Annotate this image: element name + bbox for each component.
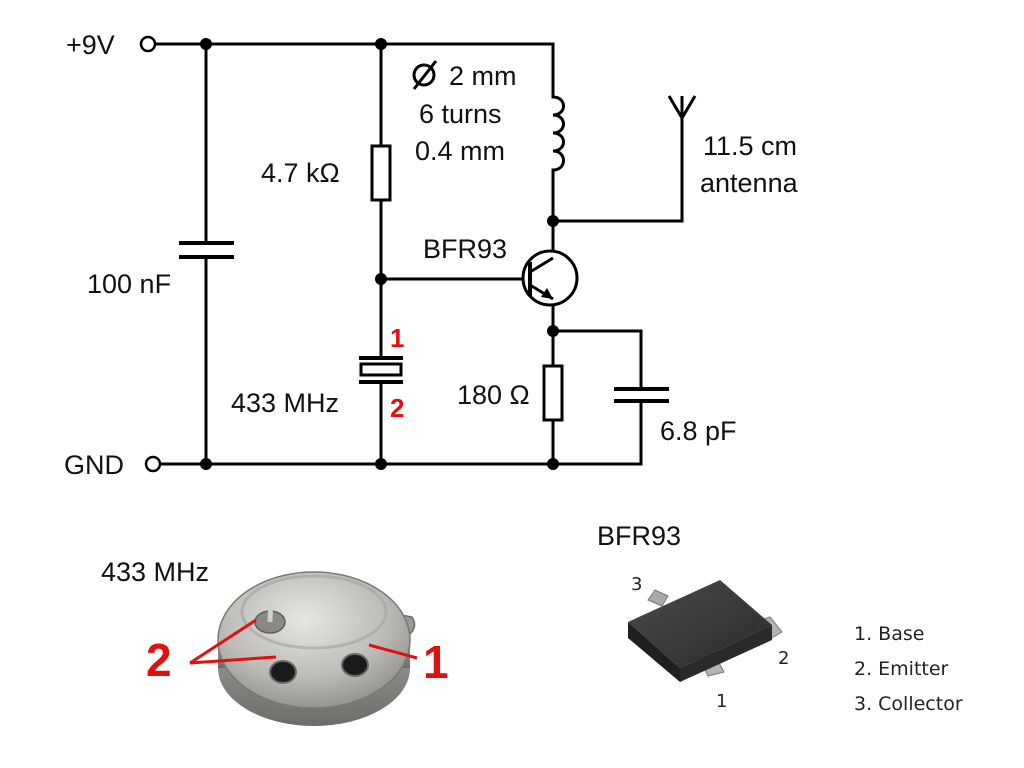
pinout-emitter: 2. Emitter bbox=[854, 658, 949, 680]
capacitor-6p8-symbol bbox=[614, 387, 669, 403]
package-pin2-label: 2 bbox=[778, 648, 789, 669]
crystal-pin2-label: 2 bbox=[390, 393, 404, 423]
coil-diameter-label: 2 mm bbox=[449, 61, 517, 91]
sot23-package-image bbox=[628, 580, 783, 682]
crystal-photo-arrows bbox=[189, 618, 418, 665]
gnd-terminal bbox=[144, 455, 162, 473]
coil-turns-label: 6 turns bbox=[419, 99, 502, 129]
junction-dots bbox=[200, 38, 559, 470]
crystal-photo-label-1: 1 bbox=[423, 636, 449, 688]
crystal-label: 433 MHz bbox=[231, 388, 339, 418]
crystal-pin1-label: 1 bbox=[390, 323, 404, 353]
package-title: BFR93 bbox=[597, 521, 681, 551]
antenna-length-label: 11.5 cm bbox=[703, 131, 797, 161]
package-pin1-label: 1 bbox=[716, 691, 727, 712]
crystal-symbol bbox=[359, 356, 403, 384]
capacitor-100nf-symbol bbox=[179, 241, 234, 259]
crystal-photo bbox=[217, 571, 416, 726]
crystal-photo-label-2: 2 bbox=[146, 634, 172, 686]
diameter-icon bbox=[412, 60, 438, 90]
capacitor-100nf-label: 100 nF bbox=[87, 269, 171, 299]
resistor-180-symbol bbox=[542, 364, 564, 422]
capacitor-6p8-label: 6.8 pF bbox=[660, 416, 737, 446]
antenna-symbol bbox=[667, 95, 697, 119]
resistor-180-label: 180 Ω bbox=[457, 380, 530, 410]
vplus-label: +9V bbox=[66, 30, 115, 60]
transistor-symbol bbox=[521, 249, 579, 307]
vplus-terminal bbox=[139, 35, 157, 53]
pinout-collector: 3. Collector bbox=[854, 693, 963, 715]
transistor-label: BFR93 bbox=[423, 234, 507, 264]
resistor-4k7-label: 4.7 kΩ bbox=[261, 158, 340, 188]
crystal-photo-title: 433 MHz bbox=[101, 557, 209, 587]
inductor-symbol bbox=[552, 95, 565, 172]
coil-wire-label: 0.4 mm bbox=[415, 136, 505, 166]
resistor-4k7-symbol bbox=[370, 144, 392, 202]
pinout-base: 1. Base bbox=[854, 623, 924, 645]
package-pin3-label: 3 bbox=[631, 574, 642, 595]
antenna-label: antenna bbox=[700, 168, 799, 198]
gnd-label: GND bbox=[64, 450, 124, 480]
